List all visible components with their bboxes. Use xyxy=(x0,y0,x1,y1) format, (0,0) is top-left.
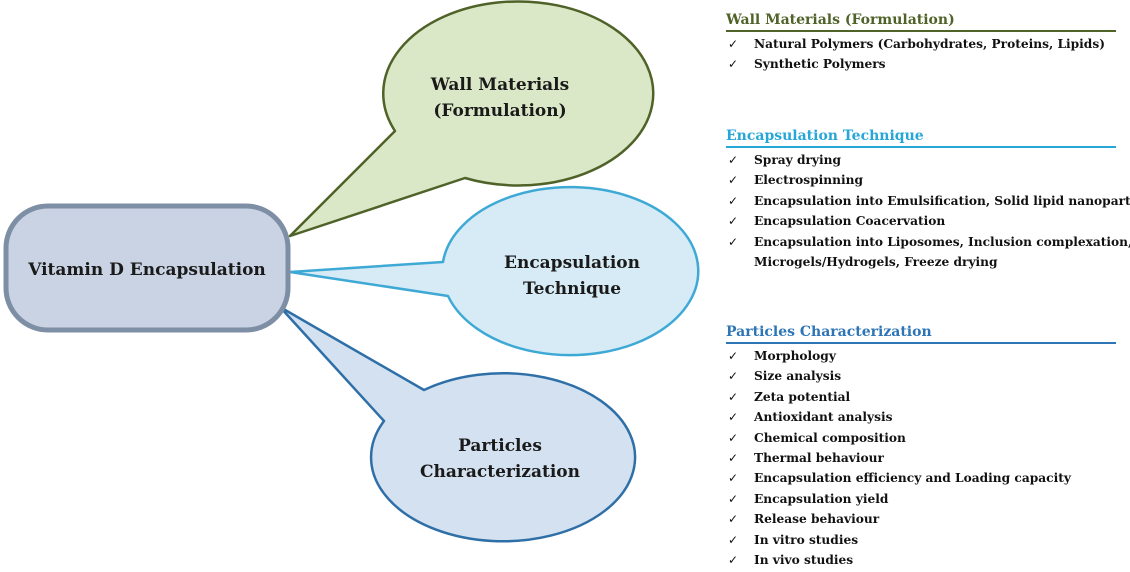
list-item: ✓ Synthetic Polymers xyxy=(726,54,1116,74)
wall-materials-bubble-shape xyxy=(288,0,655,238)
list-item: ✓ Encapsulation efficiency and Loading ca… xyxy=(726,468,1116,488)
list-item-label: Thermal behaviour xyxy=(754,451,884,466)
list-item-label: Spray drying xyxy=(754,153,842,167)
list-item: ✓ In vivo studies xyxy=(726,550,1116,570)
list-item: ✓ Encapsulation yield xyxy=(726,489,1116,509)
wall-materials-section: Wall Materials (Formulation) ✓ Natural Po… xyxy=(726,12,1116,75)
list-item-label: Encapsulation into Emulsification, Solid… xyxy=(754,193,1130,208)
check-icon: ✓ xyxy=(728,37,739,51)
list-item-label: In vivo studies xyxy=(754,553,854,568)
particles-characterization-bubble-line2: Characterization xyxy=(420,462,580,482)
wall-materials-list: ✓ Natural Polymers (Carbohydrates, Protei… xyxy=(726,34,1116,75)
encapsulation-technique-bubble-line1: Encapsulation xyxy=(504,253,640,273)
list-item: ✓ Antioxidant analysis xyxy=(726,407,1116,427)
list-item-label: Size analysis xyxy=(754,369,842,384)
list-item: ✓ Morphology xyxy=(726,346,1116,366)
list-item-label: Zeta potential xyxy=(754,389,851,404)
encapsulation-technique-underline xyxy=(726,146,1116,148)
check-icon: ✓ xyxy=(728,173,739,188)
encapsulation-technique-bubble-line2: Technique xyxy=(523,279,621,299)
list-item-label: In vitro studies xyxy=(754,532,859,547)
particles-characterization-section: Particles Characterization ✓ Morphology ✓… xyxy=(726,324,1116,570)
list-item-label: Synthetic Polymers xyxy=(754,57,886,72)
encapsulation-technique-bubble-shape xyxy=(288,185,700,357)
list-item: ✓ Zeta potential xyxy=(726,387,1116,407)
check-icon: ✓ xyxy=(728,553,739,568)
list-item-label: Electrospinning xyxy=(754,173,864,188)
check-icon: ✓ xyxy=(728,389,739,404)
check-icon: ✓ xyxy=(728,369,739,384)
check-icon: ✓ xyxy=(728,193,739,208)
wall-materials-underline xyxy=(726,30,1116,32)
encapsulation-technique-list: ✓ Spray drying ✓ Electrospinning ✓ Encapsul… xyxy=(726,150,1130,273)
wall-materials-bubble-line1: Wall Materials xyxy=(430,75,569,95)
list-item: ✓ Size analysis xyxy=(726,366,1116,386)
central-node-label: Vitamin D Encapsulation xyxy=(27,260,266,280)
check-icon: ✓ xyxy=(728,532,739,547)
list-item: ✓ Spray drying xyxy=(726,150,1116,170)
particles-characterization-bubble: Particles Characterization xyxy=(278,305,637,543)
particles-characterization-bubble-line1: Particles xyxy=(458,436,542,456)
list-item-label: Encapsulation into Liposomes, Inclusion … xyxy=(754,234,1130,249)
list-item-label: Natural Polymers (Carbohydrates, Protein… xyxy=(754,37,1105,51)
list-item: ✓ Chemical composition xyxy=(726,428,1116,448)
list-item: ✓ Thermal behaviour xyxy=(726,448,1116,468)
particles-characterization-bubble-shape xyxy=(278,305,637,543)
check-icon: ✓ xyxy=(728,57,739,72)
list-item: ✓ Electrospinning xyxy=(726,170,1116,190)
check-icon: ✓ xyxy=(728,430,739,445)
particles-characterization-list: ✓ Morphology ✓ Size analysis ✓ Zeta potenti… xyxy=(726,346,1116,570)
check-icon: ✓ xyxy=(728,512,739,527)
list-item-label-continued: Microgels/Hydrogels, Freeze drying xyxy=(754,255,998,270)
central-node: Vitamin D Encapsulation xyxy=(3,203,291,333)
central-node-shape xyxy=(3,203,291,333)
list-item-label: Encapsulation Coacervation xyxy=(754,214,946,229)
check-icon: ✓ xyxy=(728,491,739,506)
list-item: ✓ In vitro studies xyxy=(726,530,1116,550)
list-item-label: Encapsulation efficiency and Loading cap… xyxy=(754,471,1071,486)
encapsulation-technique-section: Encapsulation Technique ✓ Spray drying ✓ E… xyxy=(726,128,1130,273)
wall-materials-bubble: Wall Materials (Formulation) xyxy=(288,0,655,238)
list-item-label: Encapsulation yield xyxy=(754,491,889,506)
list-item: ✓ Encapsulation into Liposomes, Inclusion… xyxy=(726,232,1130,273)
list-item-label: Antioxidant analysis xyxy=(754,410,893,425)
encapsulation-technique-bubble: Encapsulation Technique xyxy=(288,185,700,357)
list-item-label: Chemical composition xyxy=(754,430,906,445)
wall-materials-title: Wall Materials (Formulation) xyxy=(726,12,955,28)
list-item-label: Release behaviour xyxy=(754,512,880,527)
check-icon: ✓ xyxy=(728,451,739,466)
list-item: ✓ Encapsulation into Emulsification, Soli… xyxy=(726,191,1130,211)
check-icon: ✓ xyxy=(728,471,739,486)
wall-materials-bubble-line2: (Formulation) xyxy=(433,101,566,121)
list-item-label: Morphology xyxy=(754,349,836,363)
check-icon: ✓ xyxy=(728,214,739,229)
list-item: ✓ Encapsulation Coacervation xyxy=(726,211,1116,231)
particles-characterization-underline xyxy=(726,342,1116,344)
encapsulation-technique-title: Encapsulation Technique xyxy=(726,128,924,144)
check-icon: ✓ xyxy=(728,349,739,363)
check-icon: ✓ xyxy=(728,234,739,249)
check-icon: ✓ xyxy=(728,410,739,425)
particles-characterization-title: Particles Characterization xyxy=(726,324,932,340)
check-icon: ✓ xyxy=(728,153,739,167)
list-item: ✓ Release behaviour xyxy=(726,509,1116,529)
list-item: ✓ Natural Polymers (Carbohydrates, Protei… xyxy=(726,34,1116,54)
